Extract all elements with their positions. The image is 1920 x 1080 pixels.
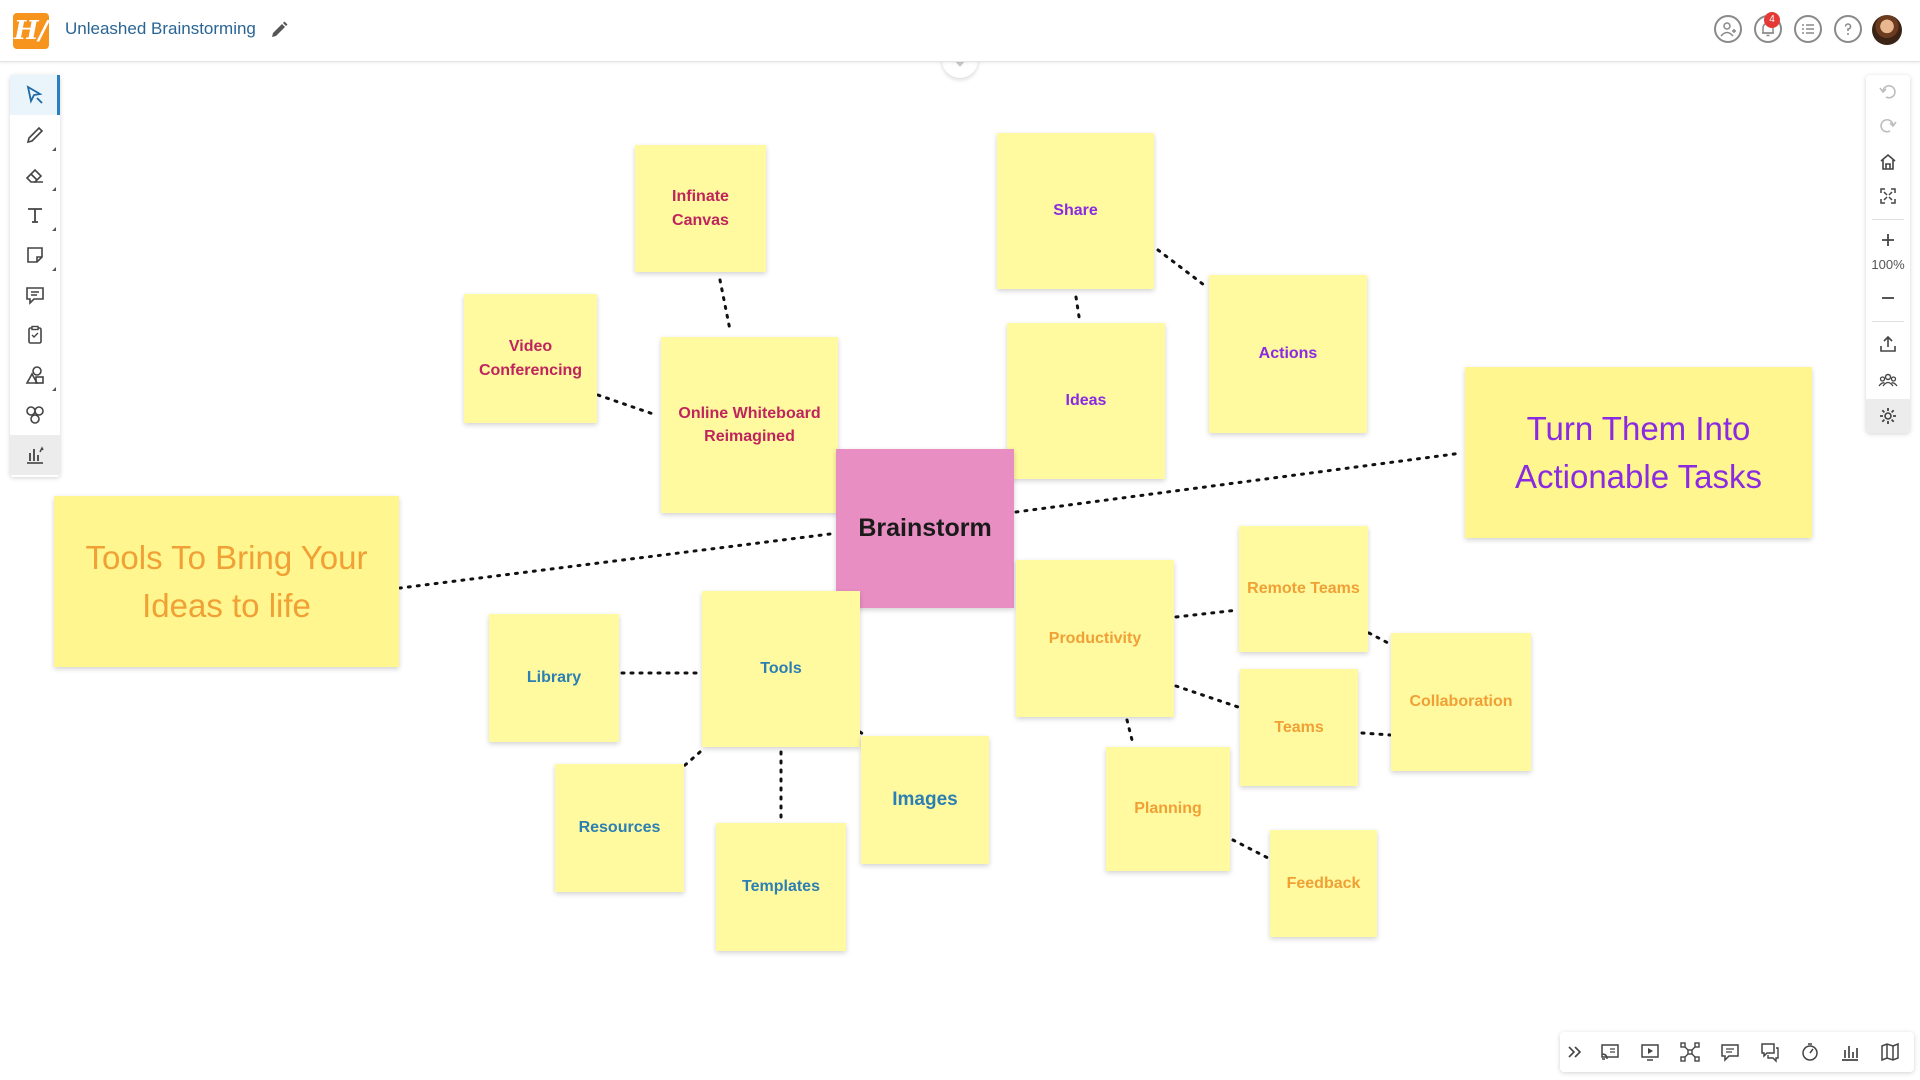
- charts-tool[interactable]: [10, 435, 60, 475]
- sticky-note-tool[interactable]: [10, 235, 60, 275]
- chat-icon[interactable]: [1710, 1032, 1750, 1072]
- home-button[interactable]: [1866, 145, 1910, 179]
- poll-icon[interactable]: [1830, 1032, 1870, 1072]
- submenu-corner-icon: [52, 267, 56, 271]
- sticky-note-ideas[interactable]: Ideas: [1007, 323, 1165, 479]
- eraser-tool[interactable]: [10, 155, 60, 195]
- sticky-note-templates[interactable]: Templates: [716, 823, 846, 951]
- help-icon[interactable]: [1834, 15, 1862, 43]
- sticky-note-resources[interactable]: Resources: [555, 764, 684, 892]
- sticky-note-feedback[interactable]: Feedback: [1270, 830, 1377, 937]
- select-tool[interactable]: [10, 75, 60, 115]
- map-icon[interactable]: [1870, 1032, 1910, 1072]
- sticky-note-turn-tasks[interactable]: Turn Them Into Actionable Tasks: [1465, 367, 1812, 538]
- sticky-note-tools[interactable]: Tools: [702, 591, 860, 747]
- submenu-corner-icon: [52, 387, 56, 391]
- add-user-icon[interactable]: [1714, 15, 1742, 43]
- sticky-note-remote-teams[interactable]: Remote Teams: [1239, 526, 1368, 652]
- top-header: H/ Unleashed Brainstorming 4: [0, 0, 1920, 62]
- zoom-level: 100%: [1871, 257, 1905, 272]
- mind-map-icon[interactable]: [1670, 1032, 1710, 1072]
- right-toolbar: 100%: [1866, 75, 1910, 433]
- pen-tool[interactable]: [10, 115, 60, 155]
- timer-icon[interactable]: [1790, 1032, 1830, 1072]
- sticky-note-teams[interactable]: Teams: [1240, 669, 1358, 786]
- app-logo[interactable]: H/: [13, 13, 49, 49]
- bottom-toolbar: [1560, 1032, 1914, 1072]
- sticky-note-images[interactable]: Images: [861, 736, 989, 864]
- user-avatar[interactable]: [1872, 15, 1902, 45]
- participants-button[interactable]: [1866, 363, 1910, 397]
- task-list-icon[interactable]: [1794, 15, 1822, 43]
- fit-screen-button[interactable]: [1866, 179, 1910, 213]
- sticky-note-library[interactable]: Library: [489, 614, 619, 742]
- notification-badge: 4: [1764, 12, 1780, 28]
- chevron-down-icon: [954, 60, 966, 67]
- toolbar-divider: [1872, 321, 1904, 322]
- submenu-corner-icon: [52, 147, 56, 151]
- text-tool[interactable]: [10, 195, 60, 235]
- submenu-corner-icon: [52, 227, 56, 231]
- sticky-note-actions[interactable]: Actions: [1209, 275, 1367, 433]
- sticky-note-share[interactable]: Share: [997, 133, 1154, 289]
- zoom-in-button[interactable]: [1866, 223, 1910, 257]
- comments-icon[interactable]: [1750, 1032, 1790, 1072]
- submenu-corner-icon: [52, 187, 56, 191]
- toolbar-divider: [1872, 219, 1904, 220]
- sticky-note-collaboration[interactable]: Collaboration: [1391, 633, 1531, 771]
- present-icon[interactable]: [1630, 1032, 1670, 1072]
- sticky-note-online-whiteboard[interactable]: Online Whiteboard Reimagined: [661, 337, 838, 513]
- expand-button[interactable]: [1560, 1032, 1590, 1072]
- sticky-note-infinite-canvas[interactable]: Infinate Canvas: [635, 145, 766, 272]
- sticky-note-brainstorm[interactable]: Brainstorm: [836, 449, 1014, 608]
- redo-button[interactable]: [1866, 109, 1910, 143]
- cast-icon[interactable]: [1590, 1032, 1630, 1072]
- edit-pencil-icon[interactable]: [268, 19, 290, 41]
- zoom-out-button[interactable]: [1866, 281, 1910, 315]
- sticky-note-tools-bring[interactable]: Tools To Bring Your Ideas to life: [54, 496, 399, 667]
- comment-tool[interactable]: [10, 275, 60, 315]
- settings-button[interactable]: [1866, 399, 1910, 433]
- undo-button[interactable]: [1866, 75, 1910, 109]
- board-title[interactable]: Unleashed Brainstorming: [65, 19, 256, 38]
- export-button[interactable]: [1866, 327, 1910, 361]
- shapes-tool[interactable]: [10, 355, 60, 395]
- clipboard-tool[interactable]: [10, 315, 60, 355]
- sticky-note-video-conferencing[interactable]: Video Conferencing: [464, 294, 597, 423]
- sticky-note-productivity[interactable]: Productivity: [1016, 560, 1174, 717]
- sticky-note-planning[interactable]: Planning: [1106, 747, 1230, 871]
- left-toolbar: [10, 75, 60, 477]
- templates-tool[interactable]: [10, 395, 60, 435]
